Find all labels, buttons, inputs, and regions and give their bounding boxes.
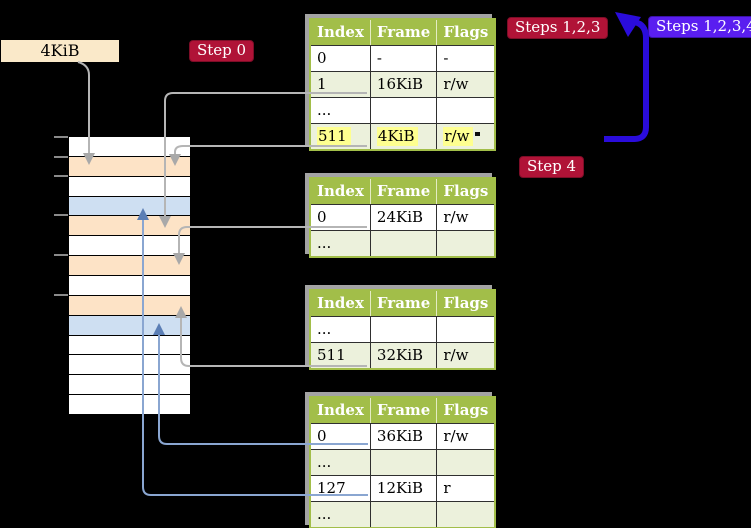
loop-arrow <box>604 12 649 142</box>
table-cell: r <box>436 475 496 502</box>
table-cell: 0 <box>309 204 371 231</box>
column-header: Frame <box>369 19 438 46</box>
table-cell: - <box>369 45 438 72</box>
table-row: ... <box>309 230 496 258</box>
table-cell: 32KiB <box>369 342 438 370</box>
memory-frame-row <box>69 256 190 275</box>
steps-1-2-3-badge: Steps 1,2,3 <box>507 17 609 39</box>
memory-frame-row <box>69 296 190 315</box>
table-row: 0-- <box>309 45 496 72</box>
highlighted-value: 511 <box>317 127 351 146</box>
memory-frame-row <box>69 276 190 295</box>
steps-1-2-3-4-badge: Steps 1,2,3,4 <box>648 16 751 38</box>
memory-stack <box>69 137 190 415</box>
address-tick-marks <box>54 136 68 296</box>
column-header: Flags <box>436 178 496 205</box>
highlighted-value: 4KiB <box>376 127 419 146</box>
table-cell: 12KiB <box>369 475 438 502</box>
table-cell: 511 <box>309 123 371 151</box>
table-cell: 0 <box>309 45 371 72</box>
column-header: Index <box>309 290 371 317</box>
memory-frame-row <box>69 197 190 215</box>
page-size-label: 4KiB <box>1 40 119 62</box>
column-header: Flags <box>436 19 496 46</box>
table-cell <box>436 449 496 476</box>
table-cell <box>436 316 496 343</box>
column-header: Flags <box>436 397 496 424</box>
table-cell: ... <box>309 316 371 343</box>
table-cell <box>369 501 438 528</box>
table-cell <box>369 449 438 476</box>
column-header: Frame <box>369 290 438 317</box>
memory-frame-row <box>69 157 190 176</box>
memory-frame-row <box>69 316 190 335</box>
memory-frame-row <box>69 355 190 374</box>
table-cell: ... <box>309 449 371 476</box>
table-cell <box>436 501 496 528</box>
table-cell: r/w <box>436 204 496 231</box>
column-header: Index <box>309 397 371 424</box>
table-cell: 36KiB <box>369 423 438 450</box>
table-cell: 0 <box>309 423 371 450</box>
table-cell: ... <box>309 97 371 124</box>
highlighted-value: r/w <box>443 127 474 146</box>
column-header: Flags <box>436 290 496 317</box>
table-cell: r/w <box>436 342 496 370</box>
table-cell: 1 <box>309 71 371 98</box>
table-cell: ... <box>309 501 371 528</box>
table-row: ... <box>309 97 496 124</box>
table-cell: 511 <box>309 342 371 370</box>
table-cell <box>436 97 496 124</box>
column-header: Index <box>309 19 371 46</box>
table-cell: r/w <box>436 423 496 450</box>
table-cell: r/w <box>436 71 496 98</box>
table-cell: r/w <box>436 123 496 151</box>
step-4-badge: Step 4 <box>519 156 585 178</box>
memory-frame-row <box>69 137 190 156</box>
memory-frame-row <box>69 216 190 235</box>
column-header: Frame <box>369 397 438 424</box>
table-row: ... <box>309 501 496 528</box>
table-cell: 16KiB <box>369 71 438 98</box>
table-cell <box>436 230 496 258</box>
memory-frame-row <box>69 236 190 255</box>
table-cell: ... <box>309 230 371 258</box>
table-cell <box>369 316 438 343</box>
table-cell <box>369 97 438 124</box>
table-cell: - <box>436 45 496 72</box>
memory-frame-row <box>69 177 190 196</box>
memory-frame-row <box>69 336 190 354</box>
table-cell <box>369 230 438 258</box>
table-cell: 24KiB <box>369 204 438 231</box>
table-row: 511 4KiB r/w <box>309 123 496 151</box>
table-cell: 127 <box>309 475 371 502</box>
memory-frame-row <box>69 395 190 414</box>
table-row: ... <box>309 316 496 343</box>
step-0-badge: Step 0 <box>189 40 255 62</box>
table-row: ... <box>309 449 496 476</box>
column-header: Frame <box>369 178 438 205</box>
memory-frame-row <box>69 375 190 394</box>
table-cell: 4KiB <box>369 123 438 151</box>
column-header: Index <box>309 178 371 205</box>
